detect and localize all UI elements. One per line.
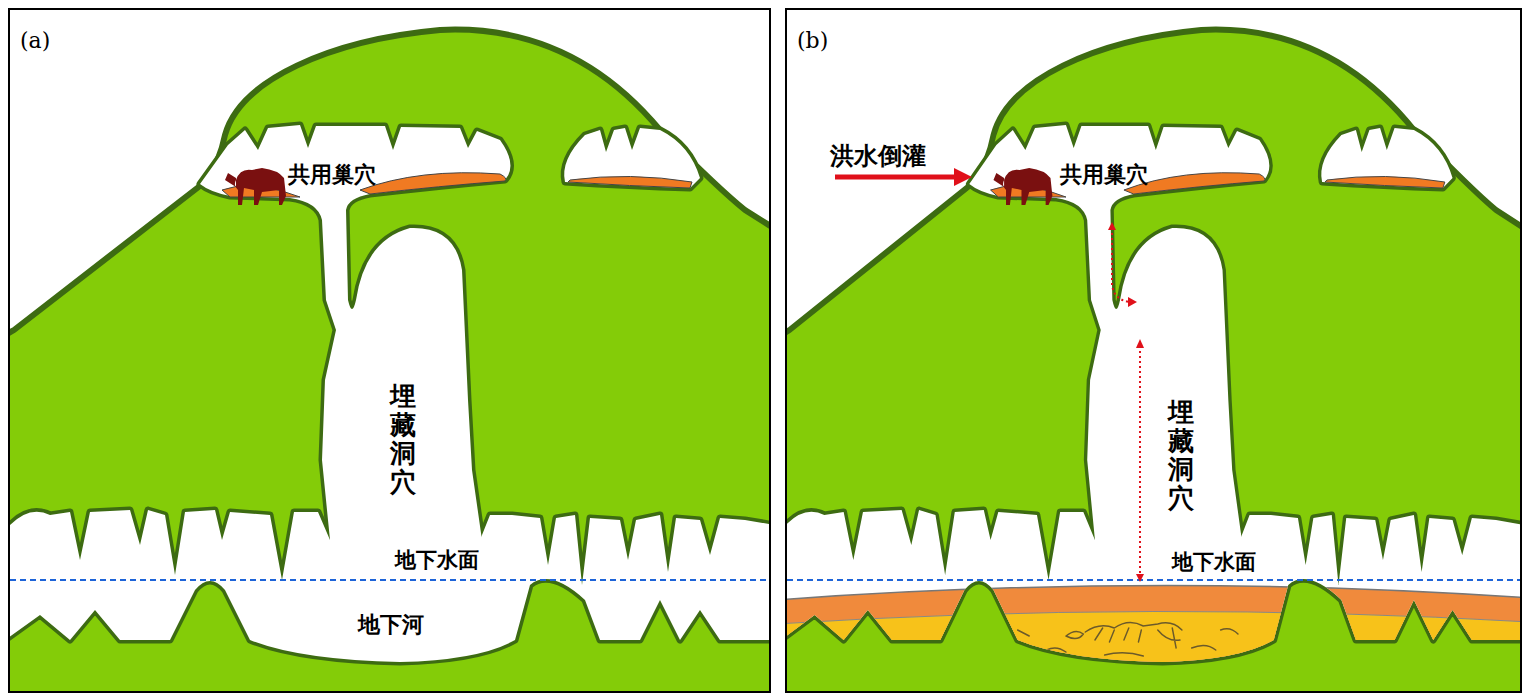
nest-label: 共用巢穴 [288, 162, 376, 187]
cave-label: 埋藏洞穴 [1168, 398, 1194, 512]
panel-frame: (b) [785, 8, 1522, 693]
nest-label: 共用巢穴 [1060, 162, 1148, 187]
panel-letter: (a) [20, 28, 50, 53]
river-label: 地下河 [358, 612, 424, 637]
water-table-label: 地下水面 [393, 548, 481, 572]
panel-frame: (a) [8, 8, 771, 693]
water-table-label: 地下水面 [1170, 550, 1258, 574]
cave-label: 埋藏洞穴 [390, 382, 416, 496]
cave-section-b [787, 30, 1520, 691]
panel-letter: (b) [797, 28, 828, 53]
cave-section-a [10, 30, 769, 691]
flood-label: 洪水倒灌 [830, 143, 926, 171]
